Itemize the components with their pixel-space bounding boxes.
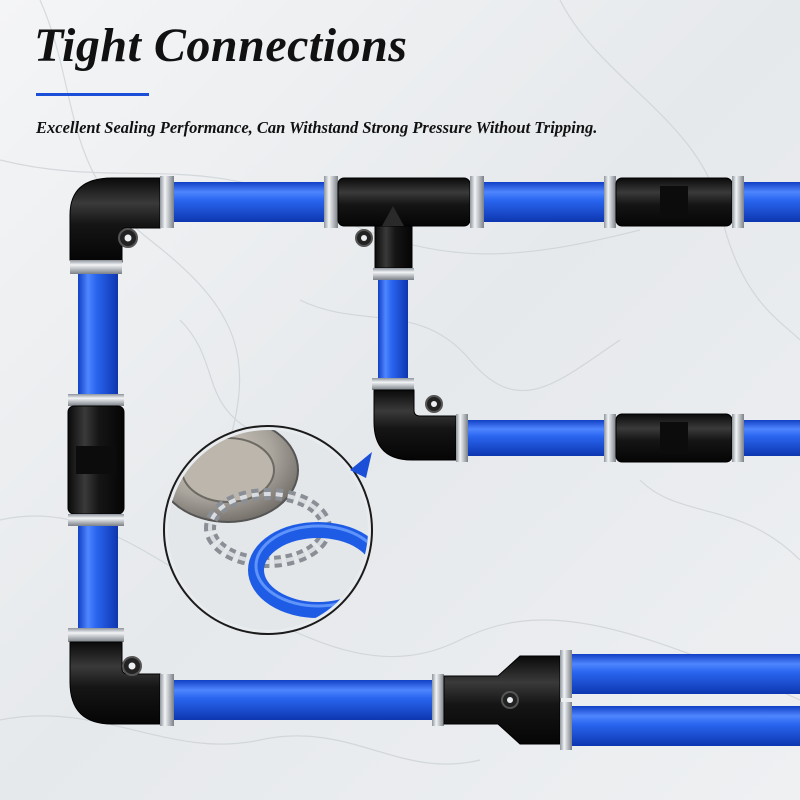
page-title: Tight Connections (34, 19, 408, 72)
title-underline (36, 93, 149, 96)
elbow-fitting-middle (372, 378, 468, 462)
elbow-fitting-top-left (69, 176, 174, 274)
tee-fitting (324, 176, 484, 280)
straight-union-top (604, 176, 744, 228)
y-fitting (432, 650, 572, 750)
gripper-ring-detail (163, 425, 373, 635)
straight-union-middle (604, 413, 744, 463)
elbow-fitting-bottom-left (68, 628, 174, 726)
pointer-arrow-icon (350, 452, 372, 478)
straight-union-left (67, 394, 125, 526)
page-subtitle: Excellent Sealing Performance, Can Withs… (36, 118, 598, 137)
